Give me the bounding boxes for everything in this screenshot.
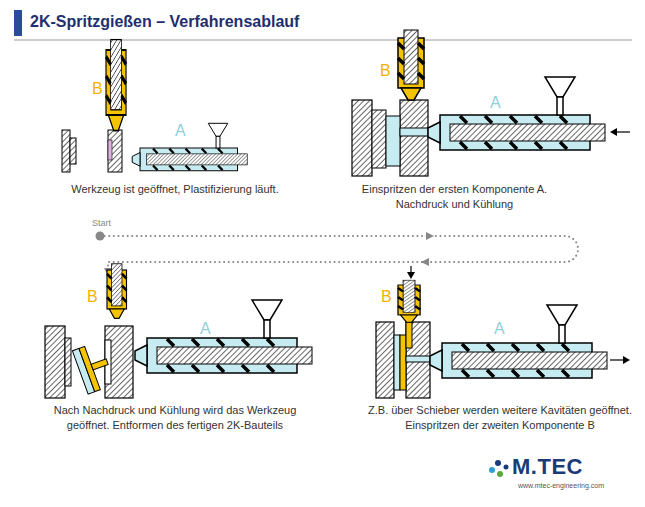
motion-arrow xyxy=(610,128,630,136)
injection-unit-b xyxy=(398,280,420,322)
logo-icon xyxy=(489,460,509,477)
step-caption: Nach Nachdruck und Kühlung wird das Werk… xyxy=(41,403,309,433)
header-bar xyxy=(14,10,22,36)
step-caption: Z.B. über Schieber werden weitere Kavitä… xyxy=(366,403,634,433)
website-url: www.mtec-engineering.com xyxy=(518,482,604,489)
mold-slider xyxy=(376,322,430,398)
motion-arrow xyxy=(407,266,630,364)
page-title: 2K-Spritzgießen – Verfahrensablauf xyxy=(30,13,299,31)
mold-open xyxy=(62,130,122,172)
injection-unit-a xyxy=(430,305,607,378)
start-label: Start xyxy=(92,218,111,228)
injection-unit-a xyxy=(132,123,247,170)
component-letter: B xyxy=(381,288,392,306)
component-letter: A xyxy=(494,320,505,338)
step-caption: Einspritzen der ersten Komponente A. Nac… xyxy=(347,182,562,212)
company-logo: M.TEC xyxy=(512,454,583,480)
injection-unit-b xyxy=(106,40,126,131)
component-letter: B xyxy=(87,288,98,306)
component-letter: B xyxy=(380,62,391,80)
component-letter: A xyxy=(200,320,211,338)
injection-unit-b xyxy=(107,264,127,319)
component-letter: A xyxy=(175,122,186,140)
mold-closed xyxy=(352,100,428,176)
2k-part xyxy=(72,341,115,394)
step-caption: Werkzeug ist geöffnet, Plastifizierung l… xyxy=(40,182,310,197)
flow-path xyxy=(96,232,579,277)
component-letter: A xyxy=(490,94,501,112)
header-rule xyxy=(14,40,632,41)
injection-unit-b xyxy=(398,30,424,100)
injection-unit-a xyxy=(135,300,312,373)
component-letter: B xyxy=(92,80,103,98)
mold-ejecting xyxy=(45,326,133,398)
injection-unit-a xyxy=(428,77,605,150)
